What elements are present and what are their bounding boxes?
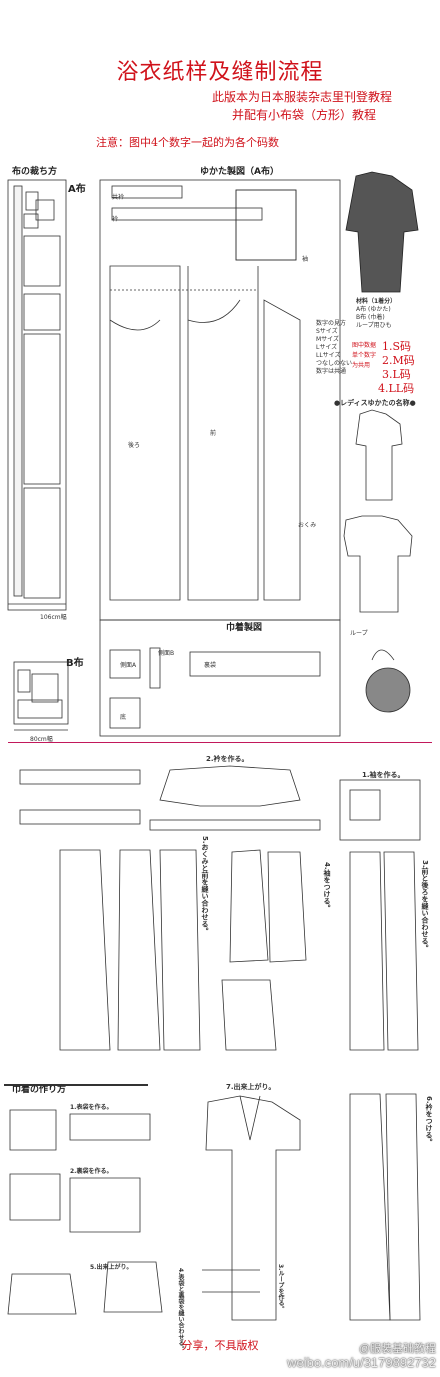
legend-line-5: つなしのない <box>316 360 353 367</box>
size-m: 2.M码 <box>382 354 415 367</box>
garment-names-title: ●レディスゆかたの名称● <box>334 399 416 407</box>
garment-name-diagram-front <box>355 409 403 501</box>
cutting-layout-title: 布の裁ち方 <box>12 167 58 177</box>
yukata-pattern-lines <box>99 179 341 621</box>
watermark-handle: @服装基础教程 <box>358 1343 436 1355</box>
legend-line-3: Lサイズ <box>316 344 338 351</box>
page-title: 浴衣纸样及缝制流程 <box>116 60 324 85</box>
yukata-photo-outline <box>345 171 419 293</box>
kinchaku-step-4: 4.表袋と裏袋を縫い合わせる。 <box>177 1268 184 1353</box>
kinchaku-loop-label: ループ <box>350 630 368 637</box>
kinchaku-pattern-lines <box>99 619 411 737</box>
kinchaku-step-3: 3.ループを作る。 <box>277 1264 284 1313</box>
subtitle-line-2: 并配有小布袋（方形）教程 <box>232 108 377 122</box>
step-2-title: 2.衿を作る。 <box>206 755 249 763</box>
step-7-finished <box>205 1095 301 1321</box>
size-note: 注意：图中4个数字一起的为各个码数 <box>96 136 279 149</box>
size-l: 3.L码 <box>382 368 411 381</box>
part-mae: 前 <box>210 430 217 437</box>
legend-red-note-1: 单个数字 <box>352 352 377 359</box>
footer-note: 分享，不具版权 <box>181 1339 259 1352</box>
step-7-title: 7.出来上がり。 <box>226 1083 276 1091</box>
kinchaku-howto-title: 巾着の作り方 <box>12 1085 67 1095</box>
watermark-url: weibo.com/u/3179892732 <box>287 1355 436 1370</box>
step-panels <box>59 849 419 1051</box>
fabric-a-width: 106cm幅 <box>40 614 67 621</box>
legend-line-0: 数字の見方 <box>316 320 347 327</box>
part-sode: 袖 <box>302 256 309 263</box>
legend-line-6: 数字は共通 <box>316 368 347 375</box>
kinchaku-step-drawings <box>7 1109 260 1315</box>
legend-line-4: LLサイズ <box>316 352 341 359</box>
step-4-title: 4.袖をつける。 <box>323 862 331 912</box>
kinchaku-part-lining: 裏袋 <box>204 662 217 669</box>
kinchaku-step-2: 2.裏袋を作る。 <box>70 1168 113 1175</box>
materials-line-2: ループ用ひも <box>356 322 392 329</box>
kinchaku-step-5: 5.出来上がり。 <box>90 1264 133 1271</box>
step-6-title: 6.衿をつける。 <box>425 1096 433 1146</box>
fabric-b-layout <box>13 661 69 731</box>
materials-line-1: B布 (巾着) <box>356 314 385 321</box>
fabric-b-width: 80cm幅 <box>30 736 53 743</box>
size-ll: 4.LL码 <box>378 382 415 395</box>
legend-line-2: Mサイズ <box>316 336 339 343</box>
subtitle-line-1: 此版本为日本服装杂志里刊登教程 <box>212 90 393 104</box>
part-tomoeri: 共衿 <box>112 194 125 201</box>
garment-name-diagram-back <box>343 515 413 613</box>
fabric-a-label: A布 <box>68 184 86 195</box>
part-ushiro: 後ろ <box>128 442 141 449</box>
kinchaku-part-b: 側面B <box>158 650 175 657</box>
legend-line-1: Sサイズ <box>316 328 338 335</box>
size-s: 1.S码 <box>382 340 412 353</box>
fabric-a-layout <box>7 179 67 611</box>
part-eri: 衿 <box>112 216 119 223</box>
step-2-collar <box>19 765 321 831</box>
step-6-collar-attach <box>349 1093 421 1321</box>
legend-red-note-0: 图中数据 <box>352 342 377 349</box>
step-5-title: 5.おくみと前を縫い合わせる。 <box>201 836 209 935</box>
kinchaku-pattern-title: 巾着製図 <box>226 623 263 633</box>
materials-title: 材料（1着分） <box>356 298 397 305</box>
kinchaku-part-a: 側面A <box>120 662 137 669</box>
step-1-title: 1.袖を作る。 <box>362 771 405 779</box>
kinchaku-step-1: 1.表袋を作る。 <box>70 1104 113 1111</box>
legend-red-note-2: 为共用 <box>352 362 371 369</box>
step-1-sleeve <box>339 779 421 841</box>
kinchaku-part-bottom: 底 <box>120 714 127 721</box>
step-3-title: 3.前と後ろを縫い合わせる。 <box>421 860 429 952</box>
fabric-b-label: B布 <box>66 658 84 669</box>
part-okumi: おくみ <box>298 522 317 529</box>
yukata-pattern-title: ゆかた製図（A布） <box>200 167 279 177</box>
section-divider <box>8 742 432 743</box>
materials-line-0: A布 (ゆかた) <box>356 306 391 313</box>
